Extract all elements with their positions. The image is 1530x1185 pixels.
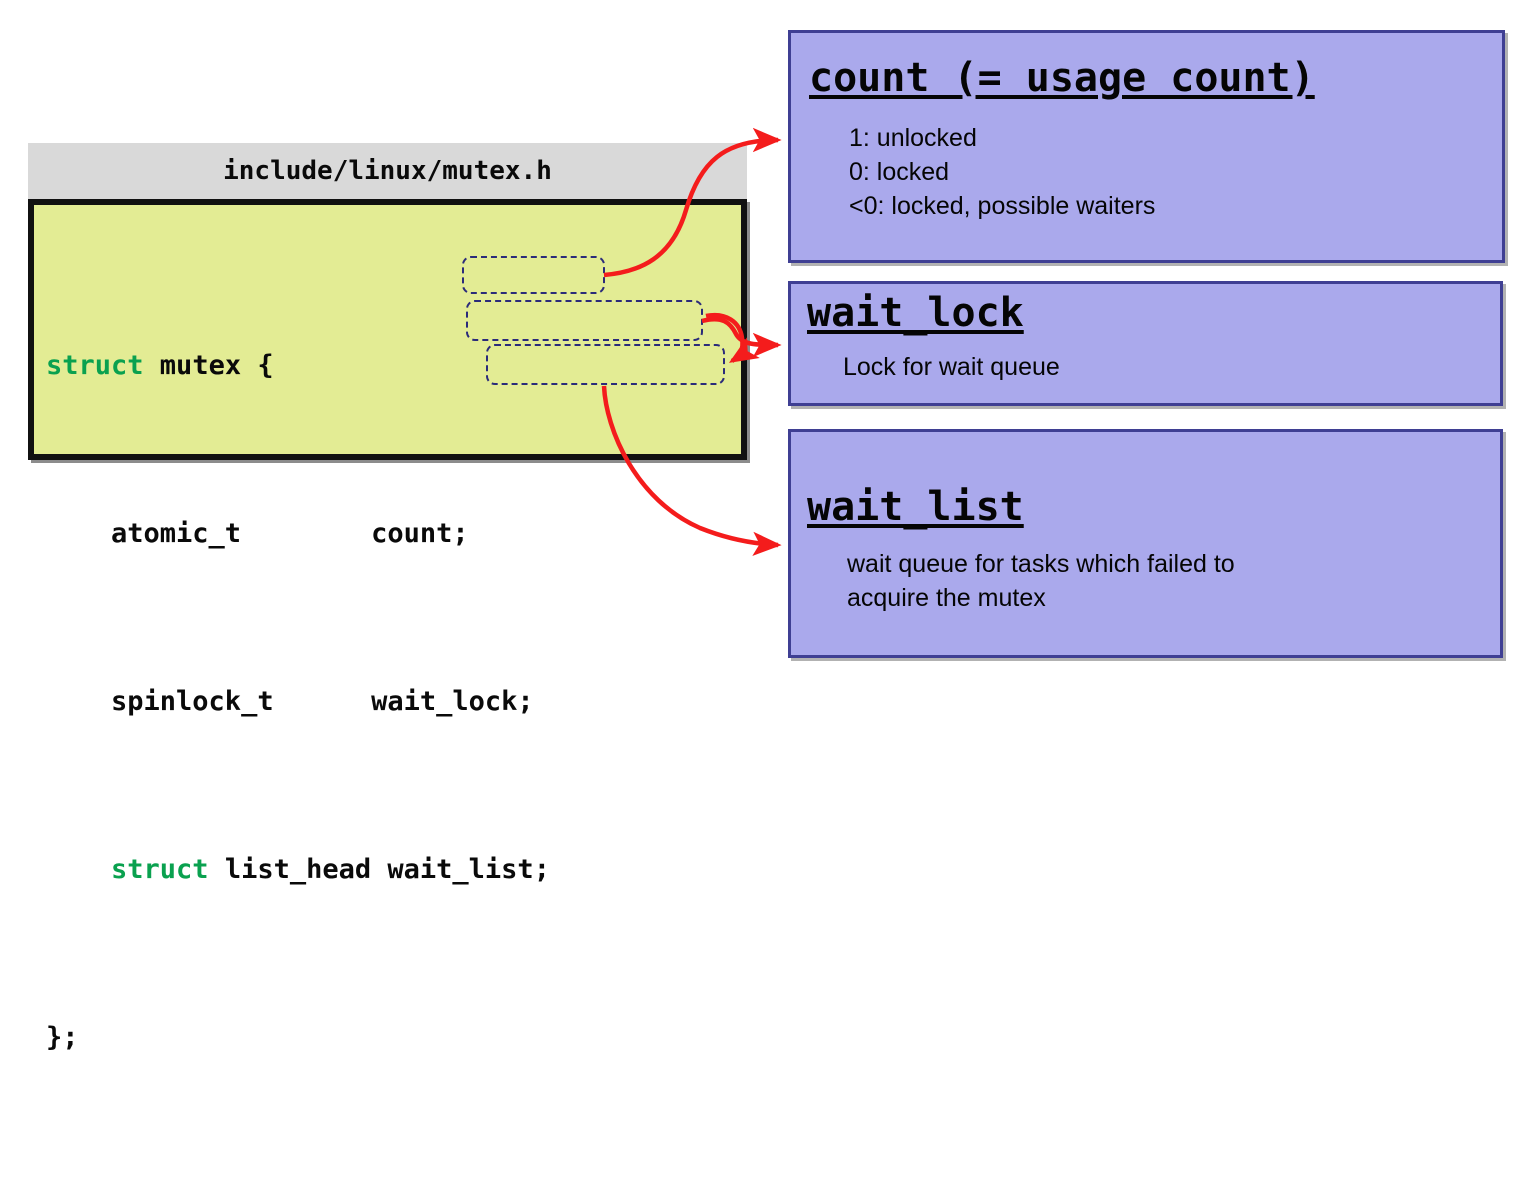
- code-file-path-label: include/linux/mutex.h: [223, 156, 552, 186]
- code-line-5: };: [46, 1017, 550, 1059]
- panel-wait-lock: wait_lock Lock for wait queue: [788, 281, 1503, 406]
- panel-count-body-line-2: 0: locked: [849, 158, 950, 186]
- keyword-struct: struct: [46, 350, 144, 381]
- highlight-box-wait-lock: [466, 300, 703, 341]
- highlight-box-wait-list: [486, 344, 725, 385]
- panel-count-body-line-1: 1: unlocked: [849, 124, 977, 152]
- panel-wait-list-title: wait_list: [807, 484, 1024, 530]
- panel-count-body-line-3: <0: locked, possible waiters: [849, 192, 1156, 220]
- code-field-wait-list: wait_list;: [387, 854, 550, 885]
- highlight-box-count: [462, 256, 605, 294]
- panel-count: count (= usage count) 1: unlocked 0: loc…: [788, 30, 1505, 263]
- panel-count-title: count (= usage count): [809, 55, 1315, 101]
- code-line-4: struct list_head wait_list;: [46, 849, 550, 891]
- code-field-wait-lock: wait_lock;: [371, 686, 534, 717]
- code-line-2-type: atomic_t: [46, 518, 372, 549]
- panel-wait-list-body-line-2: acquire the mutex: [847, 584, 1046, 612]
- panel-wait-lock-title: wait_lock: [807, 290, 1024, 336]
- diagram-canvas: include/linux/mutex.h struct mutex { ato…: [28, 30, 1505, 1053]
- code-listing: struct mutex { atomic_t count; spinlock_…: [46, 219, 550, 1185]
- code-line-3-type: spinlock_t: [46, 686, 372, 717]
- code-line-4-type: list_head: [208, 854, 388, 885]
- code-line-5-text: };: [46, 1022, 79, 1053]
- panel-wait-lock-body-line-1: Lock for wait queue: [843, 353, 1060, 381]
- panel-wait-list-body: wait queue for tasks which failed to acq…: [847, 547, 1467, 615]
- code-line-4-indent: [46, 854, 111, 885]
- keyword-struct-2: struct: [111, 854, 209, 885]
- code-file-header: include/linux/mutex.h: [28, 143, 747, 199]
- panel-wait-list: wait_list wait queue for tasks which fai…: [788, 429, 1503, 658]
- code-line-1: struct mutex {: [46, 345, 550, 387]
- panel-wait-lock-body: Lock for wait queue: [843, 350, 1473, 384]
- code-line-1-rest: mutex {: [143, 350, 274, 381]
- panel-wait-list-body-line-1: wait queue for tasks which failed to: [847, 550, 1235, 578]
- code-line-2: atomic_t count;: [46, 513, 550, 555]
- code-field-count: count;: [371, 518, 469, 549]
- panel-count-body: 1: unlocked 0: locked <0: locked, possib…: [849, 121, 1479, 223]
- code-line-3: spinlock_t wait_lock;: [46, 681, 550, 723]
